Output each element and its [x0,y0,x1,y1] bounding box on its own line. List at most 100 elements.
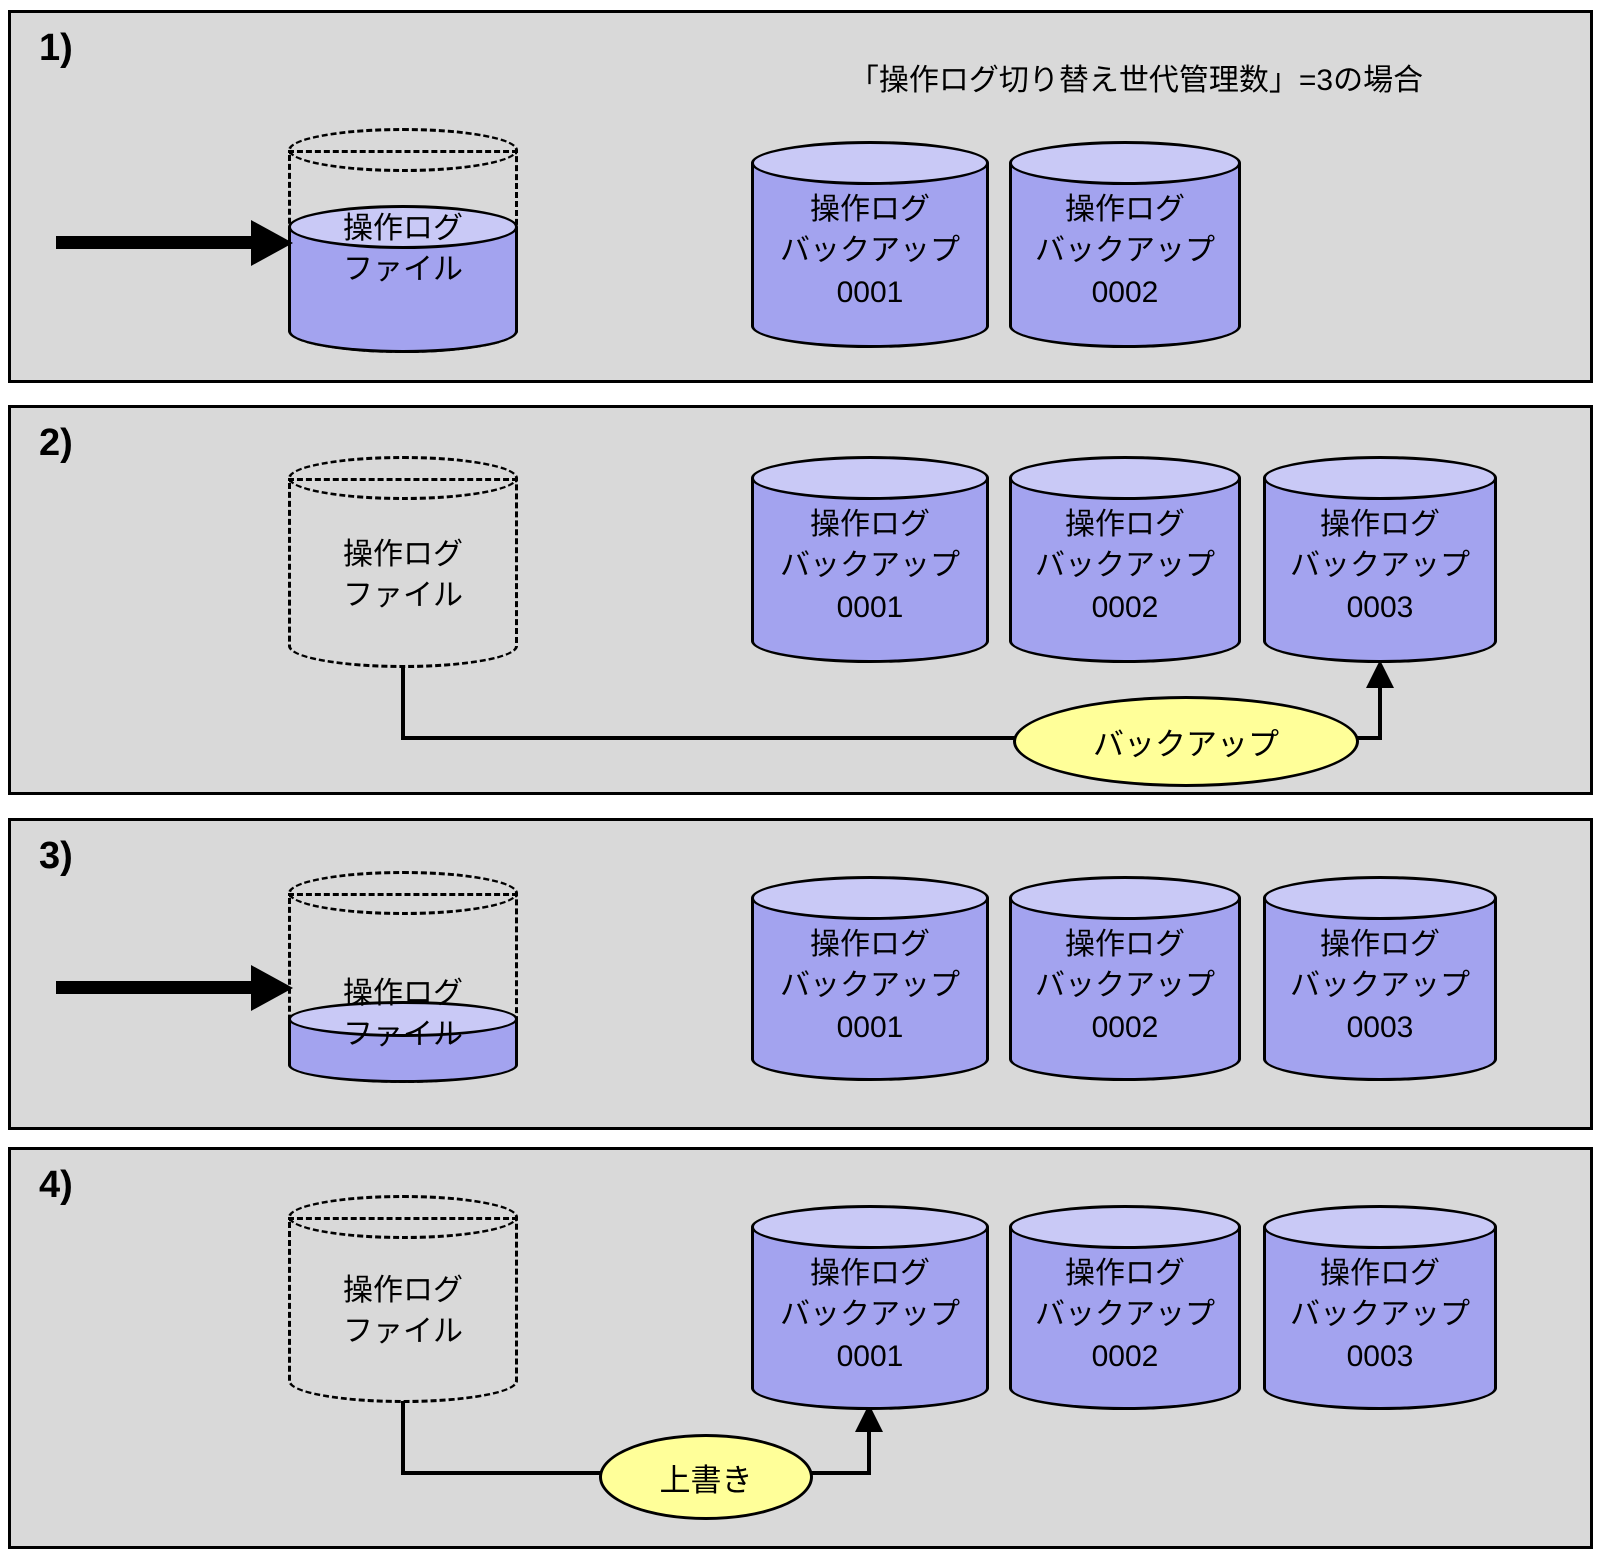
backup-label-line1: 操作ログ [810,1257,930,1290]
write-arrow-shaft [56,981,251,994]
log-file-cylinder: 操作ログ ファイル [288,128,518,353]
backup-label-line1: 操作ログ [1065,508,1185,541]
log-file-label-line2: ファイル [343,1018,463,1052]
overwrite-action-ellipse: 上書き [599,1434,813,1520]
panel-step-4: 4) 操作ログ ファイル 操作ログ バックアップ 0001 [8,1147,1593,1549]
backup-label-line2: バックアップ [1035,549,1215,583]
backup-cylinder-0002: 操作ログ バックアップ 0002 [1009,876,1241,1081]
cylinder-top [288,456,518,500]
backup-label: 操作ログ バックアップ 0002 [1009,1253,1241,1377]
backup-label: 操作ログ バックアップ 0003 [1263,504,1497,628]
cylinder-body [1263,478,1497,663]
backup-label-line1: 操作ログ [810,508,930,541]
cylinder-top [1009,456,1241,500]
backup-cylinder-0001: 操作ログ バックアップ 0001 [751,141,989,348]
backup-label-line1: 操作ログ [1320,508,1440,541]
log-file-fill [288,1001,518,1083]
log-file-label: 操作ログ ファイル [288,534,518,617]
write-arrow-head-icon [251,965,293,1011]
cylinder-top [1009,1205,1241,1249]
cylinder-top [288,1001,518,1037]
cylinder-body [751,898,989,1081]
log-file-cylinder: 操作ログ ファイル [288,1195,518,1403]
backup-cylinder-0002: 操作ログ バックアップ 0002 [1009,456,1241,663]
step-number: 4) [39,1164,73,1206]
step-number: 3) [39,835,73,877]
backup-label-line2: バックアップ [1290,1298,1470,1332]
cylinder-body [751,1227,989,1410]
log-file-label-line2: ファイル [343,579,463,613]
connector-polyline [401,666,1382,740]
cylinder-top [1263,456,1497,500]
cylinder-top [751,876,989,920]
cylinder-top [1263,876,1497,920]
backup-label-line2: バックアップ [1035,969,1215,1003]
overwrite-action-label: 上書き [659,1462,753,1498]
backup-label: 操作ログ バックアップ 0003 [1263,924,1497,1048]
backup-label-line1: 操作ログ [810,928,930,961]
log-file-cylinder: 操作ログ ファイル [288,456,518,668]
cylinder-body [1009,898,1241,1081]
backup-label-line1: 操作ログ [1320,928,1440,961]
log-file-label-line1: 操作ログ [343,1274,463,1307]
backup-label: 操作ログ バックアップ 0001 [751,1253,989,1377]
backup-number: 0003 [1346,590,1414,624]
backup-connector-line [401,660,1394,740]
step-number: 1) [39,27,73,69]
cylinder-top [288,128,518,172]
connector-arrowhead-icon [855,1404,883,1432]
backup-number: 0001 [836,1339,904,1373]
log-file-label-line2: ファイル [343,253,463,287]
backup-number: 0002 [1091,1010,1159,1044]
cylinder-top [1263,1205,1497,1249]
log-file-label-line1: 操作ログ [343,212,463,245]
backup-label-line2: バックアップ [780,969,960,1003]
cylinder-top [1009,141,1241,185]
backup-label-line2: バックアップ [780,549,960,583]
write-arrow-head-icon [251,220,293,266]
backup-cylinder-0003: 操作ログ バックアップ 0003 [1263,1205,1497,1410]
cylinder-body [1009,1227,1241,1410]
log-file-label-line2: ファイル [343,1315,463,1349]
cylinder-body [751,163,989,348]
backup-label: 操作ログ バックアップ 0001 [751,189,989,313]
backup-number: 0002 [1091,275,1159,309]
log-file-label: 操作ログ ファイル [288,208,518,291]
backup-label: 操作ログ バックアップ 0002 [1009,924,1241,1048]
cylinder-top [751,1205,989,1249]
backup-number: 0003 [1346,1010,1414,1044]
panel-step-1: 1) 「操作ログ切り替え世代管理数」=3の場合 操作ログ ファイル [8,10,1593,383]
log-file-label: 操作ログ ファイル [288,973,518,1056]
cylinder-body [1263,1227,1497,1410]
backup-label: 操作ログ バックアップ 0001 [751,924,989,1048]
connector-arrowhead-icon [1366,660,1394,688]
panel-step-3: 3) 操作ログ ファイル 操作ログ バックアップ [8,818,1593,1130]
cylinder-top [751,456,989,500]
backup-label: 操作ログ バックアップ 0003 [1263,1253,1497,1377]
cylinder-top [1009,876,1241,920]
backup-label-line2: バックアップ [1035,1298,1215,1332]
backup-label-line2: バックアップ [1035,234,1215,268]
backup-number: 0001 [836,1010,904,1044]
log-file-label: 操作ログ ファイル [288,1270,518,1353]
backup-action-ellipse: バックアップ [1013,696,1359,787]
backup-label-line1: 操作ログ [1065,193,1185,226]
step-number: 2) [39,422,73,464]
cylinder-body [1009,478,1241,663]
backup-label-line1: 操作ログ [810,193,930,226]
write-arrow-shaft [56,236,251,249]
log-file-cylinder: 操作ログ ファイル [288,871,518,1083]
backup-label-line1: 操作ログ [1065,928,1185,961]
backup-number: 0003 [1346,1339,1414,1373]
backup-label: 操作ログ バックアップ 0001 [751,504,989,628]
backup-cylinder-0001: 操作ログ バックアップ 0001 [751,456,989,663]
cylinder-top [751,141,989,185]
backup-cylinder-0001: 操作ログ バックアップ 0001 [751,876,989,1081]
cylinder-top [288,205,518,249]
log-file-label-line1: 操作ログ [343,977,463,1010]
cylinder-body [1263,898,1497,1081]
backup-number: 0001 [836,275,904,309]
panel-step-2: 2) 操作ログ ファイル 操作ログ バックアップ 0001 [8,405,1593,795]
backup-number: 0002 [1091,1339,1159,1373]
